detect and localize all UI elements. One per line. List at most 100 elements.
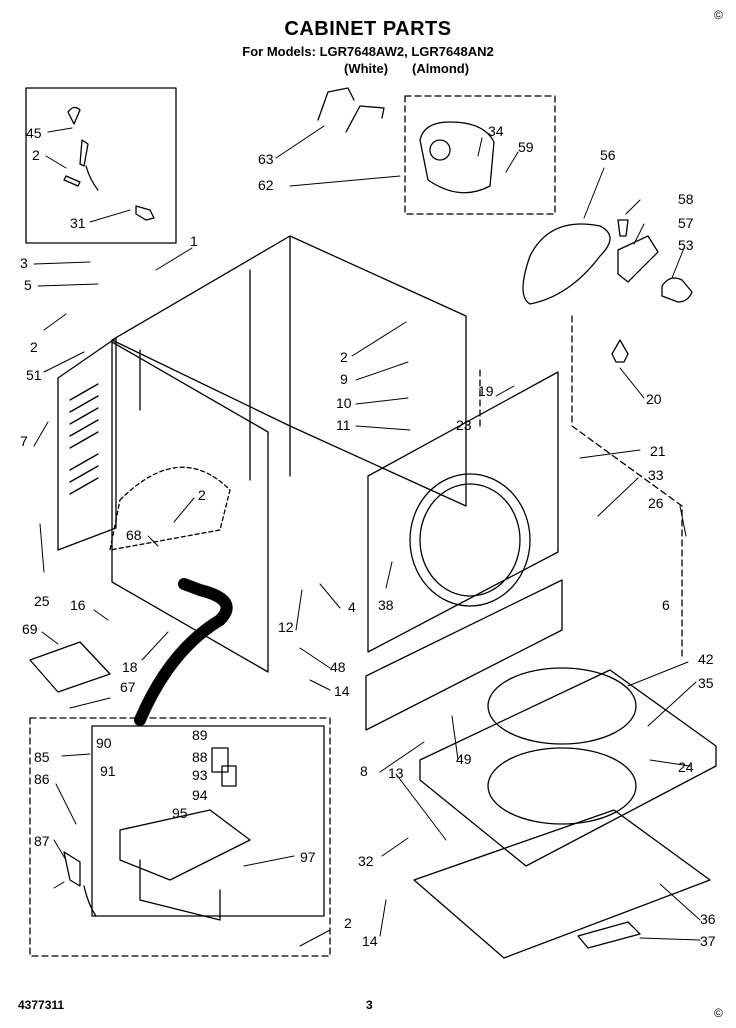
callout-2d: 2 xyxy=(340,349,348,365)
callout-48: 48 xyxy=(330,659,346,675)
callout-3: 3 xyxy=(20,255,28,271)
toe-panel xyxy=(365,579,563,731)
burner-assembly-icon xyxy=(119,809,251,921)
callout-93: 93 xyxy=(192,767,208,783)
idler-bracket-icon xyxy=(617,235,659,283)
door-opening-inner xyxy=(419,483,521,597)
part-number: 4377311 xyxy=(18,998,65,1012)
callout-31: 31 xyxy=(70,215,86,231)
clip-icon xyxy=(135,205,155,221)
callout-88: 88 xyxy=(192,749,208,765)
variant-almond: (Almond) xyxy=(412,61,470,76)
callout-91: 91 xyxy=(100,763,116,779)
side-panel xyxy=(57,337,117,551)
valve-coils-icon xyxy=(211,747,237,787)
callout-23: 23 xyxy=(456,417,472,433)
callout-97: 97 xyxy=(300,849,316,865)
callout-57: 57 xyxy=(678,215,694,231)
callout-33: 33 xyxy=(648,467,664,483)
page-title: CABINET PARTS xyxy=(284,18,452,40)
callout-12: 12 xyxy=(278,619,294,635)
callout-11: 11 xyxy=(336,417,351,433)
callout-56: 56 xyxy=(600,147,616,163)
motor-bracket-icon xyxy=(317,87,385,133)
callout-86: 86 xyxy=(34,771,50,787)
callout-94: 94 xyxy=(192,787,208,803)
inset-box-igniter xyxy=(25,87,177,244)
curved-arrow xyxy=(134,578,233,726)
callout-10: 10 xyxy=(336,395,352,411)
callout-32: 32 xyxy=(358,853,374,869)
variant-white: (White) xyxy=(344,61,389,76)
cabinet-base xyxy=(413,809,711,959)
cabinet-frame-edges xyxy=(139,235,291,481)
burner-box xyxy=(29,717,331,957)
callout-16: 16 xyxy=(70,597,86,613)
callout-90: 90 xyxy=(96,735,112,751)
cabinet-frame xyxy=(111,235,467,507)
callout-20: 20 xyxy=(646,391,662,407)
callout-87: 87 xyxy=(34,833,50,849)
igniter-wire-icon xyxy=(67,106,99,191)
callout-34: 34 xyxy=(488,123,504,139)
door-opening xyxy=(409,473,531,607)
callout-19: 19 xyxy=(478,383,494,399)
callout-49: 49 xyxy=(456,751,472,767)
callout-85: 85 xyxy=(34,749,50,765)
leader-lines xyxy=(33,125,701,947)
callout-42: 42 xyxy=(698,651,714,667)
callout-69: 69 xyxy=(22,621,38,637)
callout-14b: 14 xyxy=(362,933,378,949)
valve-subbox xyxy=(91,725,325,917)
callout-5: 5 xyxy=(24,277,32,293)
cabinet-side xyxy=(111,341,269,673)
callout-2c: 2 xyxy=(198,487,206,503)
corner-mark-top: © xyxy=(714,8,723,22)
callout-95: 95 xyxy=(172,805,188,821)
callout-67: 67 xyxy=(120,679,136,695)
page-number: 3 xyxy=(366,998,373,1012)
callout-2e: 2 xyxy=(344,915,352,931)
callout-1: 1 xyxy=(190,233,198,249)
callout-25: 25 xyxy=(34,593,50,609)
callout-45: 45 xyxy=(26,125,42,141)
callout-51: 51 xyxy=(26,367,42,383)
callout-13: 13 xyxy=(388,765,404,781)
assembly-dashed-lines xyxy=(479,315,683,657)
callout-38: 38 xyxy=(378,597,394,613)
base-strip xyxy=(577,921,641,949)
callout-4: 4 xyxy=(348,599,356,615)
callout-18: 18 xyxy=(122,659,138,675)
top-opening xyxy=(487,747,637,825)
motor-box xyxy=(404,95,556,215)
screw-58-icon xyxy=(617,219,629,237)
glide-icon xyxy=(611,339,629,363)
side-panel-louvers xyxy=(69,383,99,495)
callout-2a: 2 xyxy=(32,147,40,163)
callout-58: 58 xyxy=(678,191,694,207)
callout-labels: 45 2 31 1 3 5 2 51 7 25 16 69 18 67 68 2… xyxy=(20,123,716,949)
sensor-wire-icon xyxy=(63,851,97,917)
callout-68: 68 xyxy=(126,527,142,543)
corner-mark-bottom: © xyxy=(714,1006,723,1020)
callout-36: 36 xyxy=(700,911,716,927)
callout-7: 7 xyxy=(20,433,28,449)
callout-21: 21 xyxy=(650,443,666,459)
callout-2b: 2 xyxy=(30,339,38,355)
callout-35: 35 xyxy=(698,675,714,691)
callout-26: 26 xyxy=(648,495,664,511)
callout-59: 59 xyxy=(518,139,534,155)
callout-62: 62 xyxy=(258,177,274,193)
drum-belt-icon xyxy=(522,223,611,305)
callout-24: 24 xyxy=(678,759,694,775)
front-panel xyxy=(367,371,559,653)
callout-9: 9 xyxy=(340,371,348,387)
callout-53: 53 xyxy=(678,237,694,253)
access-panel-icon xyxy=(29,641,111,693)
callout-6: 6 xyxy=(662,597,670,613)
callout-14a: 14 xyxy=(334,683,350,699)
top-seal-ring xyxy=(487,667,637,745)
idler-pulley-icon xyxy=(661,277,693,303)
